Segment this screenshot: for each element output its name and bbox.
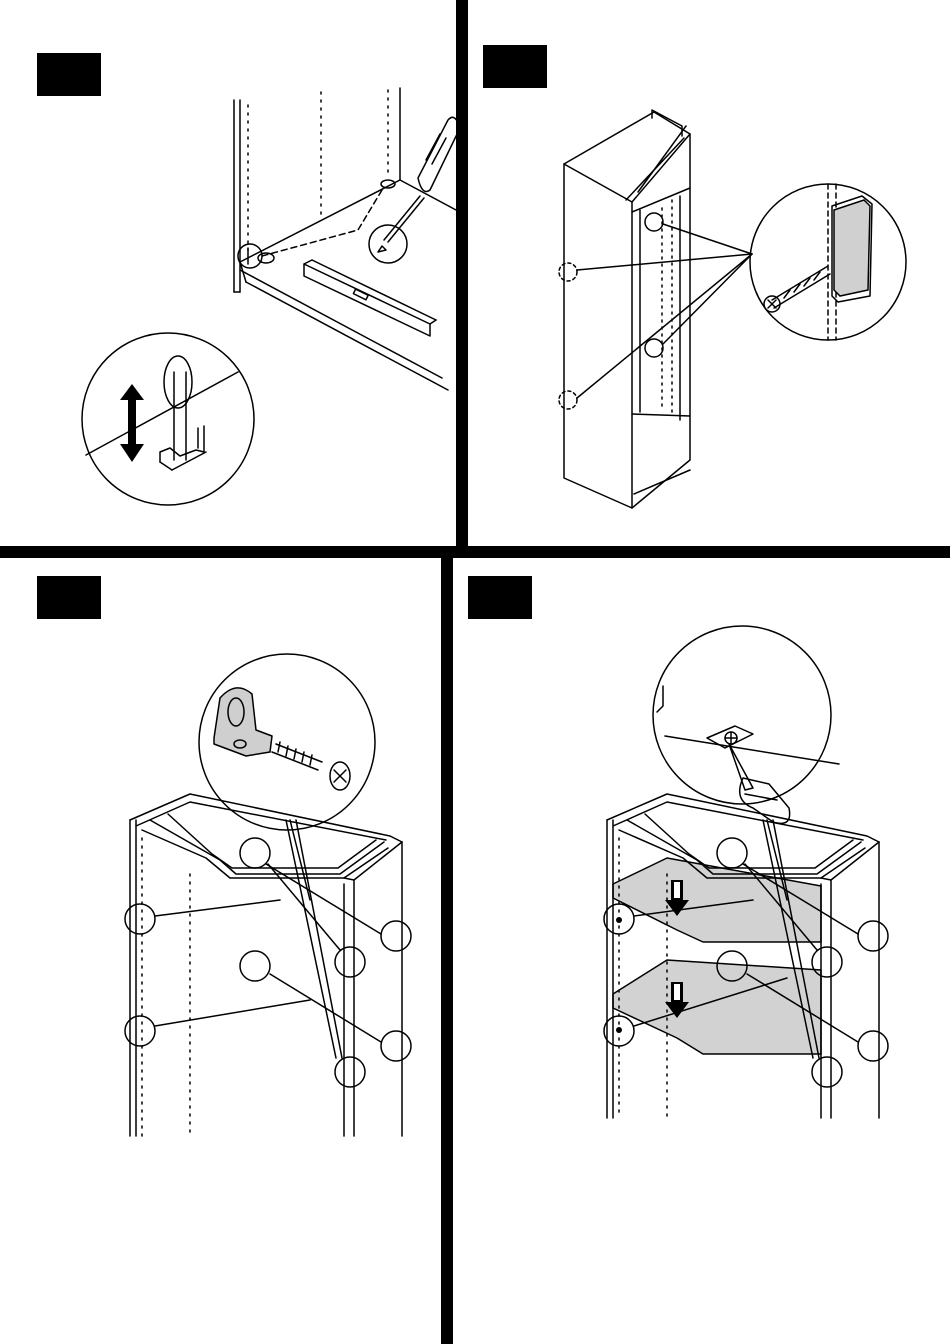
divider-horizontal bbox=[0, 546, 950, 558]
step-1-illustration bbox=[0, 0, 456, 546]
step-4-illustration bbox=[453, 558, 950, 1344]
adjust-height-arrow-icon bbox=[120, 384, 144, 462]
step-3-illustration bbox=[0, 558, 441, 1344]
shelf-panels bbox=[613, 858, 821, 1054]
wall-bracket-icon bbox=[834, 200, 870, 296]
step-2-illustration bbox=[468, 0, 950, 546]
divider-vertical-bottom bbox=[441, 552, 453, 1344]
shelf-support-bracket-icon bbox=[214, 688, 272, 756]
divider-vertical-top bbox=[456, 0, 468, 552]
